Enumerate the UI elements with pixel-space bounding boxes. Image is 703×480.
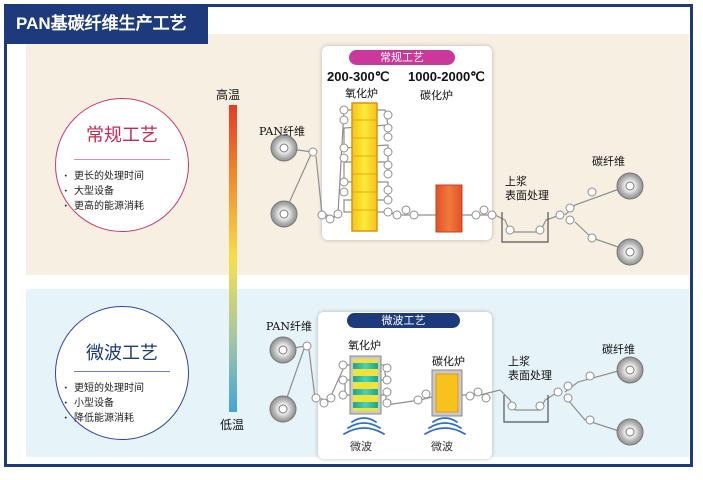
guide-rollers bbox=[302, 341, 595, 425]
carbon-fiber-label: 碳纤维 bbox=[602, 343, 635, 356]
conventional-process-tag: 常规工艺 bbox=[349, 50, 455, 65]
pan-fiber-label: PAN纤维 bbox=[266, 320, 312, 333]
carbon-fiber-label: 碳纤维 bbox=[592, 155, 625, 168]
pan-fiber-label: PAN纤维 bbox=[259, 125, 305, 138]
microwave-wave-icon bbox=[343, 417, 385, 435]
carbonization-temperature-label: 1000-2000℃ bbox=[408, 69, 485, 84]
microwave-label: 微波 bbox=[431, 440, 453, 453]
surface-treatment-label: 表面处理 bbox=[508, 369, 552, 382]
microwave-process-tag: 微波工艺 bbox=[347, 313, 460, 328]
carbonization-furnace-label: 碳化炉 bbox=[432, 355, 465, 368]
feature-item: 降低能源消耗 bbox=[64, 411, 144, 426]
carbonization-furnace-label: 碳化炉 bbox=[420, 89, 453, 102]
conventional-process-name: 常规工艺 bbox=[86, 125, 158, 146]
high-temperature-label: 高温 bbox=[216, 88, 241, 102]
oxidation-temperature-label: 200-300℃ bbox=[327, 69, 390, 84]
microwave-feature-list: 更短的处理时间 小型设备 降低能源消耗 bbox=[64, 381, 144, 426]
oxidation-furnace-label: 氧化炉 bbox=[345, 87, 378, 100]
temperature-gradient-bar bbox=[229, 105, 237, 412]
sizing-label: 上浆 bbox=[505, 175, 527, 188]
low-temperature-label: 低温 bbox=[220, 418, 245, 432]
feature-item: 更短的处理时间 bbox=[64, 381, 144, 396]
oxidation-furnace-label: 氧化炉 bbox=[348, 339, 381, 352]
carbonization-furnace bbox=[435, 184, 463, 233]
guide-rollers bbox=[308, 105, 597, 243]
feature-item: 小型设备 bbox=[64, 396, 144, 411]
oxidation-furnace bbox=[351, 102, 378, 232]
sizing-bath bbox=[501, 212, 549, 243]
microwave-wave-icon bbox=[424, 417, 466, 435]
feature-item: 更长的处理时间 bbox=[64, 169, 144, 184]
diagram-title: PAN基碳纤维生产工艺 bbox=[4, 4, 208, 44]
conventional-summary-circle: 常规工艺 更长的处理时间 大型设备 更高的能源消耗 bbox=[55, 98, 189, 232]
feature-item: 大型设备 bbox=[64, 184, 144, 199]
microwave-process-name: 微波工艺 bbox=[86, 343, 158, 364]
surface-treatment-label: 表面处理 bbox=[505, 189, 549, 202]
divider bbox=[74, 159, 170, 160]
divider bbox=[74, 371, 170, 372]
microwave-furnace-box bbox=[318, 312, 492, 459]
sizing-label: 上浆 bbox=[508, 355, 530, 368]
microwave-summary-circle: 微波工艺 更短的处理时间 小型设备 降低能源消耗 bbox=[55, 306, 189, 440]
conventional-feature-list: 更长的处理时间 大型设备 更高的能源消耗 bbox=[64, 169, 144, 214]
feature-item: 更高的能源消耗 bbox=[64, 199, 144, 214]
microwave-label: 微波 bbox=[350, 440, 372, 453]
sizing-bath bbox=[503, 395, 549, 423]
